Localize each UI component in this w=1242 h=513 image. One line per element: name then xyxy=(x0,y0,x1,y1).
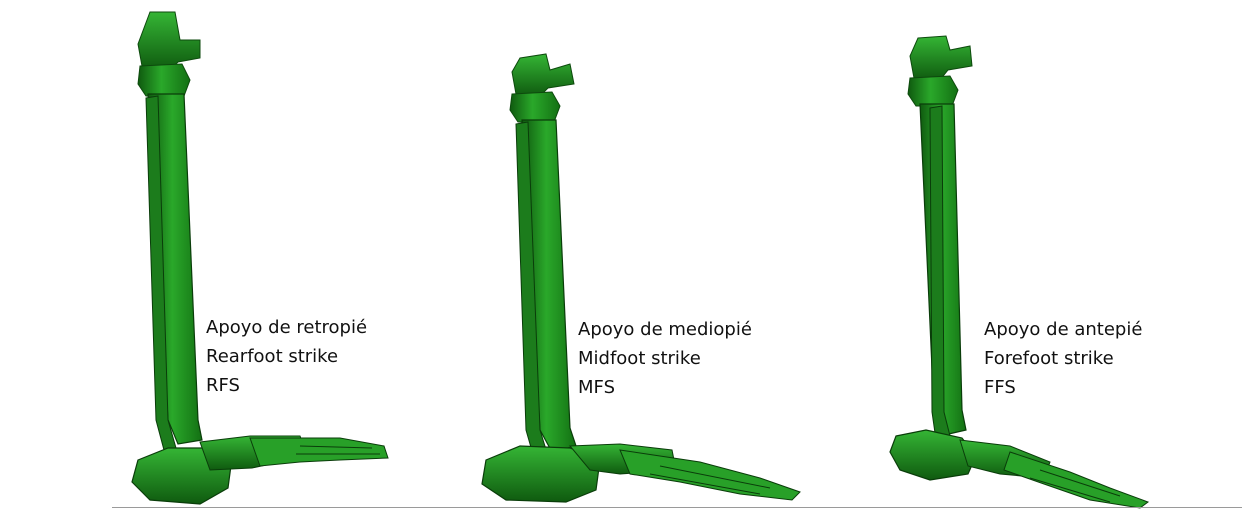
metatarsals xyxy=(250,438,388,466)
label-forefoot-strike: Apoyo de antepié Forefoot strike FFS xyxy=(984,315,1142,402)
leg-skeleton-rfs xyxy=(132,12,388,504)
label-abbreviation: RFS xyxy=(206,371,367,400)
knee-condyle xyxy=(138,12,200,70)
knee-condyle xyxy=(512,54,574,96)
label-abbreviation: MFS xyxy=(578,373,752,402)
tibia-head xyxy=(138,64,190,96)
label-english: Forefoot strike xyxy=(984,344,1142,373)
leg-skeleton-mfs xyxy=(482,54,800,502)
calcaneus xyxy=(890,430,976,480)
label-english: Rearfoot strike xyxy=(206,342,367,371)
label-abbreviation: FFS xyxy=(984,373,1142,402)
label-spanish: Apoyo de antepié xyxy=(984,315,1142,344)
knee-condyle xyxy=(910,36,972,80)
label-spanish: Apoyo de mediopié xyxy=(578,315,752,344)
label-midfoot-strike: Apoyo de mediopié Midfoot strike MFS xyxy=(578,315,752,402)
leg-skeleton-ffs xyxy=(890,36,1148,508)
label-rearfoot-strike: Apoyo de retropié Rearfoot strike RFS xyxy=(206,313,367,400)
label-english: Midfoot strike xyxy=(578,344,752,373)
metatarsals xyxy=(620,450,800,500)
ground-line xyxy=(112,507,1242,508)
metatarsals xyxy=(1004,452,1148,508)
tibia-head xyxy=(510,92,560,122)
tibia-head xyxy=(908,76,958,106)
label-spanish: Apoyo de retropié xyxy=(206,313,367,342)
